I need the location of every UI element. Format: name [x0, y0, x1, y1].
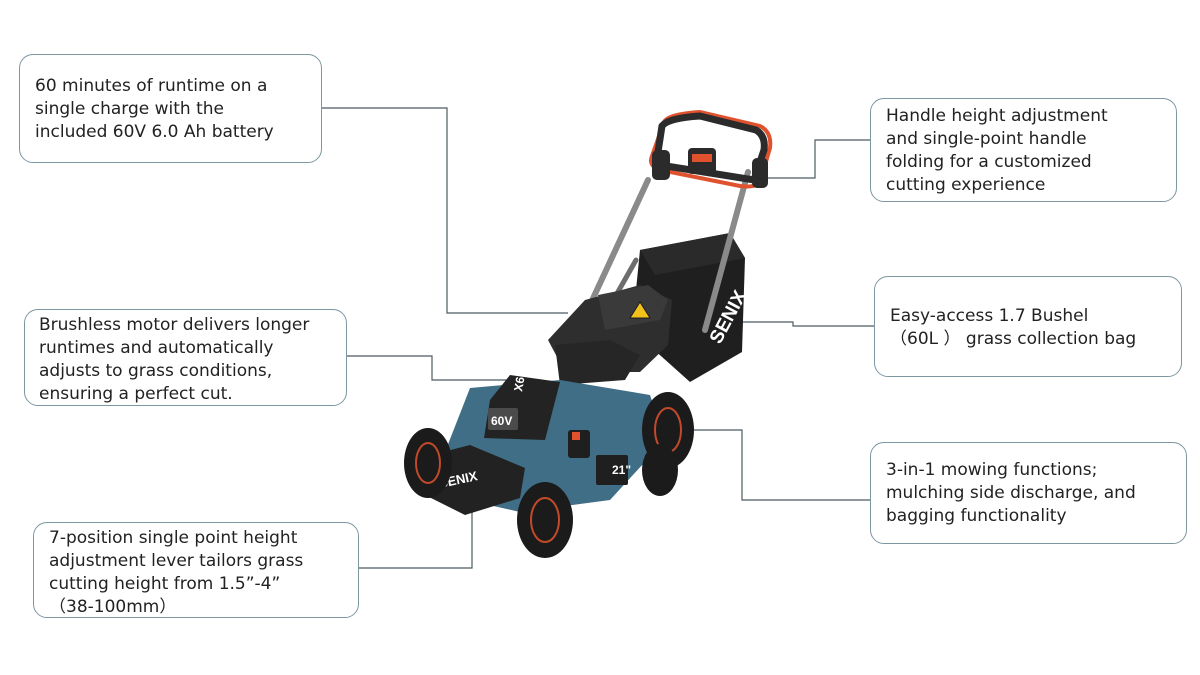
connector-bag: [710, 321, 874, 327]
wheels: [404, 392, 694, 558]
bag-frame: [640, 233, 745, 275]
svg-text:60V: 60V: [491, 414, 512, 428]
svg-text:21": 21": [612, 463, 631, 477]
battery-compartment: [598, 285, 668, 330]
connector-runtime: [322, 107, 568, 314]
carry-handle: [555, 340, 640, 385]
callout-mowing-functions: 3-in-1 mowing functions; mulching side d…: [870, 442, 1187, 544]
svg-text:X6: X6: [511, 375, 527, 392]
callout-runtime: 60 minutes of runtime on a single charge…: [19, 54, 322, 163]
callout-brushless-motor: Brushless motor delivers longer runtimes…: [24, 309, 347, 406]
battery: 60V X6: [484, 375, 560, 440]
callout-height-adjustment: 7-position single point height adjustmen…: [33, 522, 359, 618]
callout-grass-bag: Easy-access 1.7 Bushel （60L ） grass coll…: [874, 276, 1182, 377]
connector-motor: [347, 355, 530, 381]
connector-handle: [765, 139, 870, 179]
height-lever-tip: [572, 432, 580, 440]
callout-handle-adjustment: Handle height adjustment and single-poin…: [870, 98, 1177, 202]
deck-size-label: [596, 455, 628, 485]
warning-label: [629, 301, 651, 319]
